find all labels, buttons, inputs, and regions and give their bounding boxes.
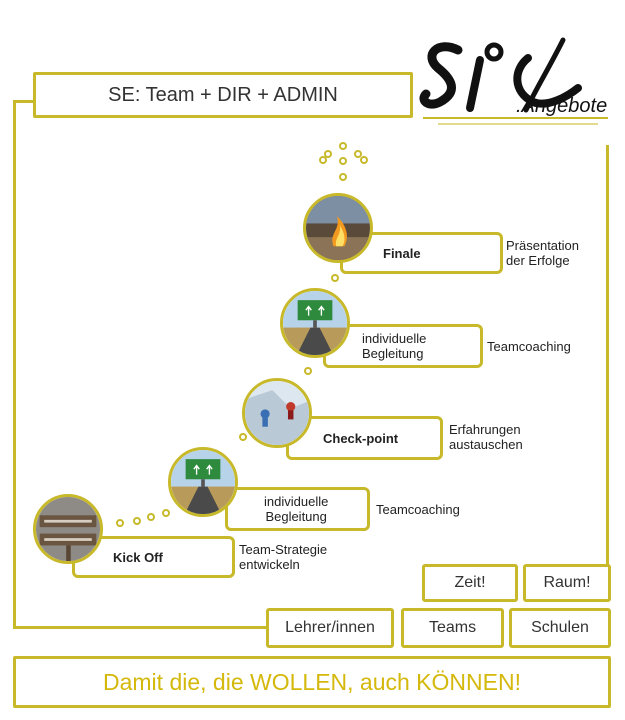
decorative-dot: [360, 156, 368, 164]
left-connector-line: [13, 100, 16, 628]
step-description-check-point: Erfahrungen austauschen: [449, 422, 523, 452]
motto-banner: Damit die, die WOLLEN, auch KÖNNEN!: [13, 656, 611, 708]
decorative-dot: [133, 517, 141, 525]
teams-box: Teams: [401, 608, 504, 648]
campfire-image: [303, 193, 373, 263]
time-box: Zeit!: [422, 564, 518, 602]
sic-angebote-logo: .Angebote: [418, 30, 618, 130]
step-description-finale: Präsentation der Erfolge: [506, 238, 579, 268]
decorative-dot: [116, 519, 124, 527]
decorative-dot: [319, 156, 327, 164]
decorative-dot: [339, 173, 347, 181]
decorative-dot: [162, 509, 170, 517]
teachers-box: Lehrer/innen: [266, 608, 394, 648]
decorative-dot: [331, 274, 339, 282]
decorative-dot: [304, 367, 312, 375]
climbers-image: [242, 378, 312, 448]
decorative-dot: [339, 142, 347, 150]
decorative-dot: [239, 433, 247, 441]
top-left-connector-line: [13, 100, 35, 103]
road-sign-image-1: [168, 447, 238, 517]
step-label-individuelle-begleitung-1: individuelle Begleitung: [264, 494, 329, 524]
decorative-dot: [339, 157, 347, 165]
logo-subtitle: .Angebote: [516, 95, 607, 117]
decorative-dot: [354, 150, 362, 158]
header-title: SE: Team + DIR + ADMIN: [33, 72, 413, 118]
schools-box: Schulen: [509, 608, 611, 648]
step-description-teamcoaching-1: Teamcoaching: [376, 502, 460, 517]
step-box-check-point: Check-point: [286, 416, 443, 460]
bottom-connector-line: [13, 626, 268, 629]
right-connector-line: [606, 145, 609, 567]
step-box-individuelle-begleitung-2: individuelle Begleitung: [323, 324, 483, 368]
decorative-dot: [147, 513, 155, 521]
step-label-check-point: Check-point: [323, 430, 399, 446]
step-box-individuelle-begleitung-1: individuelle Begleitung: [225, 487, 370, 531]
space-box: Raum!: [523, 564, 611, 602]
step-label-individuelle-begleitung-2: individuelle Begleitung: [362, 331, 427, 361]
decorative-dot: [324, 150, 332, 158]
step-description-kick-off: Team-Strategie entwickeln: [239, 542, 328, 572]
step-label-kick-off: Kick Off: [113, 549, 163, 565]
road-sign-image-2: [280, 288, 350, 358]
step-label-finale: Finale: [383, 245, 421, 261]
signpost-image: [33, 494, 103, 564]
step-description-teamcoaching-2: Teamcoaching: [487, 339, 571, 354]
